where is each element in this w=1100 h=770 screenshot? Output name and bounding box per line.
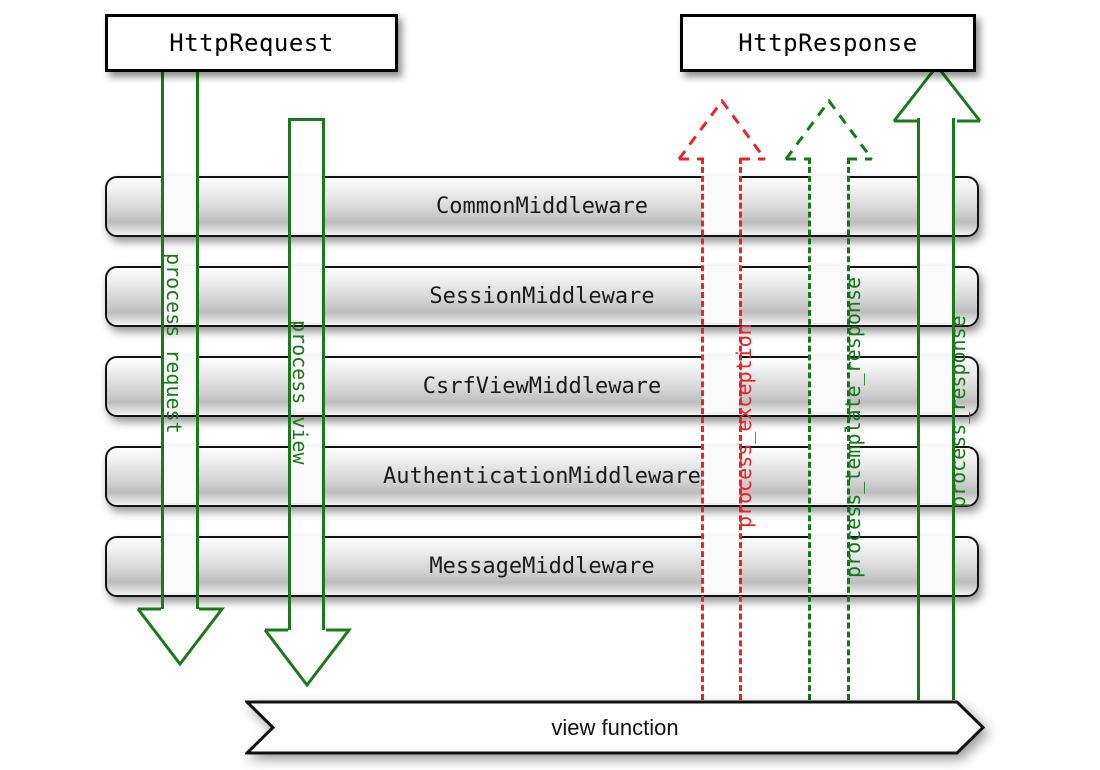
process-response-caption: process_response <box>946 315 970 508</box>
middleware-label: SessionMiddleware <box>429 284 655 309</box>
lane-cutout-process-request <box>162 176 196 233</box>
lane-cutout-process-exception <box>702 446 739 503</box>
lane-cutout-process-template-response <box>809 266 847 323</box>
lane-cutout-process-request <box>162 356 196 413</box>
process-template-response-caption: process_template_response <box>841 276 865 578</box>
lane-cutout-process-view <box>289 356 322 413</box>
lane-cutout-process-exception <box>702 536 739 593</box>
lane-cutout-process-exception <box>702 356 739 413</box>
lane-cutout-process-request <box>162 266 196 323</box>
process-request-arrowhead <box>136 607 226 667</box>
process-request-caption: process_request <box>162 253 186 434</box>
process-request-shaft-left <box>161 66 164 609</box>
process-exception-caption: process_exception <box>732 323 756 528</box>
http-request-label: HttpRequest <box>169 29 334 57</box>
process-exception-arrowhead <box>677 98 767 161</box>
lane-cutout-process-template-response <box>809 356 847 413</box>
lane-cutout-process-template-response <box>809 536 847 593</box>
middleware-label: MessageMiddleware <box>429 554 655 579</box>
lane-cutout-process-request <box>162 536 196 593</box>
lane-cutout-process-view <box>289 536 322 593</box>
process-template-response-arrowhead <box>784 98 874 161</box>
process-request-shaft-right <box>196 66 199 609</box>
lane-cutout-process-exception <box>702 176 739 233</box>
middleware-label: CommonMiddleware <box>436 194 648 219</box>
process-view-top-cap <box>288 118 323 121</box>
lane-cutout-process-template-response <box>809 176 847 233</box>
http-request-box: HttpRequest <box>105 14 398 72</box>
lane-cutout-process-response <box>918 176 952 233</box>
view-function-banner: view function <box>245 700 985 755</box>
process-response-shaft-right <box>952 118 955 700</box>
lane-cutout-process-response <box>918 266 952 323</box>
lane-cutout-process-request <box>162 446 196 503</box>
process-exception-shaft-left <box>701 158 704 700</box>
process-template-response-shaft-right <box>847 158 850 700</box>
lane-cutout-process-view <box>289 266 322 323</box>
lane-cutout-process-view <box>289 446 322 503</box>
middleware-label: AuthenticationMiddleware <box>383 464 701 489</box>
lane-cutout-process-view <box>289 176 322 233</box>
process-exception-shaft-right <box>739 158 742 700</box>
lane-cutout-process-response <box>918 446 952 503</box>
process-view-caption: process_view <box>288 320 312 465</box>
process-template-response-shaft-left <box>808 158 811 700</box>
lane-cutout-process-exception <box>702 266 739 323</box>
process-view-shaft-left <box>288 118 291 630</box>
http-response-label: HttpResponse <box>738 29 918 57</box>
process-view-shaft-right <box>322 118 325 630</box>
view-function-label: view function <box>551 714 679 740</box>
process-view-arrowhead <box>263 628 353 688</box>
middleware-label: CsrfViewMiddleware <box>422 374 662 399</box>
process-response-shaft-left <box>917 118 920 700</box>
http-response-box: HttpResponse <box>680 14 976 72</box>
lane-cutout-process-response <box>918 536 952 593</box>
lane-cutout-process-response <box>918 356 952 413</box>
lane-cutout-process-template-response <box>809 446 847 503</box>
